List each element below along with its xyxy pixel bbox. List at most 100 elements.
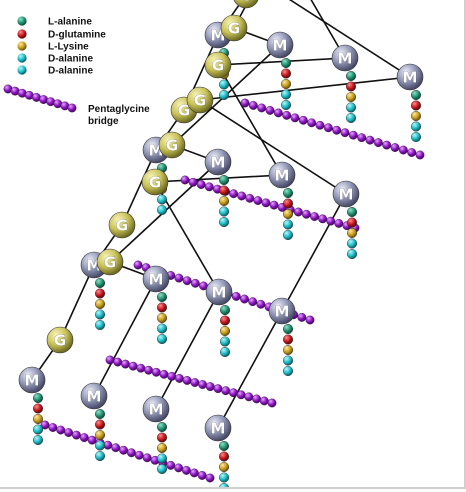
glycine-bead (282, 110, 292, 120)
murnac-node: M (205, 278, 233, 306)
glycine-bead (205, 473, 215, 483)
glycan-strand-line (197, 0, 413, 429)
glycine-bead (121, 359, 130, 369)
glcnac-letter: G (240, 0, 252, 5)
glycine-bead (307, 118, 317, 128)
murnac-letter: M (211, 154, 226, 172)
murnac-node: M (142, 395, 170, 423)
legend-item-d-alanine-1: D-alanine (17, 53, 93, 65)
murnac-letter: M (149, 401, 164, 419)
glycine-bead (40, 420, 50, 430)
d-glutamine-bead (411, 100, 422, 111)
murnac-node: M (142, 265, 170, 293)
pentaglycine-bridge (240, 98, 425, 160)
d-alanine-bead (411, 131, 422, 142)
legend-item-l-lysine: L-Lysine (17, 41, 89, 53)
peptide-stem (219, 305, 230, 358)
peptide-stem (411, 89, 422, 142)
glycine-bead (188, 177, 198, 187)
peptide-stem (218, 441, 229, 492)
murnac-letter: M (338, 50, 353, 68)
glycine-bead (229, 189, 238, 199)
l-lysine-bead (94, 299, 105, 310)
d-alanine-bead (347, 248, 358, 259)
glcnac-sphere (46, 326, 74, 354)
legend: L-alanine D-glutamine L-Lysine D-alanine… (3, 16, 150, 127)
glycine-bead (182, 376, 192, 385)
murnac-node: M (268, 297, 296, 325)
legend-label-bridge: bridge (88, 116, 119, 127)
murnac-sphere (268, 161, 296, 189)
glycine-bead (318, 214, 328, 224)
glcnac-sphere (186, 86, 214, 114)
glycine-bead (326, 216, 336, 226)
glycine-bead (213, 384, 223, 394)
glycine-bead (180, 175, 190, 185)
murnac-node: M (80, 382, 108, 410)
d-alanine-bead (218, 472, 229, 483)
glycine-bead (182, 466, 191, 475)
murnac-sphere (204, 148, 232, 176)
l-lysine-bead (283, 345, 294, 356)
glycine-bead (315, 120, 325, 130)
murnac-node: M (204, 414, 232, 442)
d-glutamine-bead (283, 334, 294, 345)
d-alanine-bead (281, 89, 292, 100)
legend-label-d-glutamine: D-glutamine (48, 30, 106, 41)
glycine-bead (240, 294, 249, 304)
d-alanine-bead (94, 440, 105, 451)
glycine-bead (357, 133, 367, 143)
glycine-bead (273, 108, 283, 118)
legend-label-pentaglycine: Pentaglycine (88, 104, 150, 115)
d-glutamine-bead (218, 185, 229, 196)
murnac-node: M (268, 161, 296, 189)
glycan-strand-line (153, 0, 347, 410)
glycine-bead (113, 357, 123, 367)
glycine-bead (205, 382, 215, 392)
glycine-bead (175, 374, 184, 383)
l-alanine-bead (33, 393, 44, 404)
l-lysine-bead (156, 443, 167, 454)
murnac-node: M (266, 31, 294, 59)
glycine-bead (310, 212, 319, 221)
glycine-bead (221, 386, 231, 396)
glycine-bead (252, 394, 261, 404)
glycine-bead (182, 276, 192, 286)
glcnac-sphere (158, 131, 186, 159)
d-glutamine-bead (283, 198, 294, 209)
pentaglycine-bridge (105, 355, 277, 408)
pentaglycine-bridge (180, 175, 360, 233)
pentaglycine-bridge (40, 420, 215, 483)
l-lysine-bead (281, 78, 292, 89)
d-alanine-bead (346, 112, 357, 123)
glcnac-node: G (141, 168, 169, 196)
murnac-sphere (80, 382, 108, 410)
murnac-letter: M (275, 303, 290, 321)
d-alanine-bead (156, 334, 167, 345)
l-lysine-bead (156, 313, 167, 324)
d-alanine-swatch-2 (17, 65, 27, 75)
glycine-bead (167, 371, 177, 381)
glycine-bead (56, 425, 66, 435)
murnac-sphere (331, 44, 359, 72)
d-glutamine-bead (156, 432, 167, 443)
d-alanine-bead (218, 79, 229, 90)
d-alanine-bead (218, 206, 229, 217)
glycine-bead (127, 448, 136, 458)
glycine-bead (111, 443, 121, 453)
glycine-bead (79, 433, 89, 443)
glcnac-letter: G (116, 217, 128, 235)
d-glutamine-bead (281, 68, 292, 79)
d-alanine-bead (156, 323, 167, 334)
glycine-bead (229, 388, 238, 398)
peptide-stem (156, 422, 167, 475)
glcnac-node: G (186, 86, 214, 114)
glycine-bead (196, 180, 206, 189)
glycine-bead (415, 150, 425, 160)
d-alanine-swatch (17, 53, 27, 63)
d-alanine-bead (156, 194, 167, 205)
glcnac-sphere (233, 0, 259, 9)
glycine-bead (133, 260, 143, 270)
glycine-bead (244, 392, 254, 402)
